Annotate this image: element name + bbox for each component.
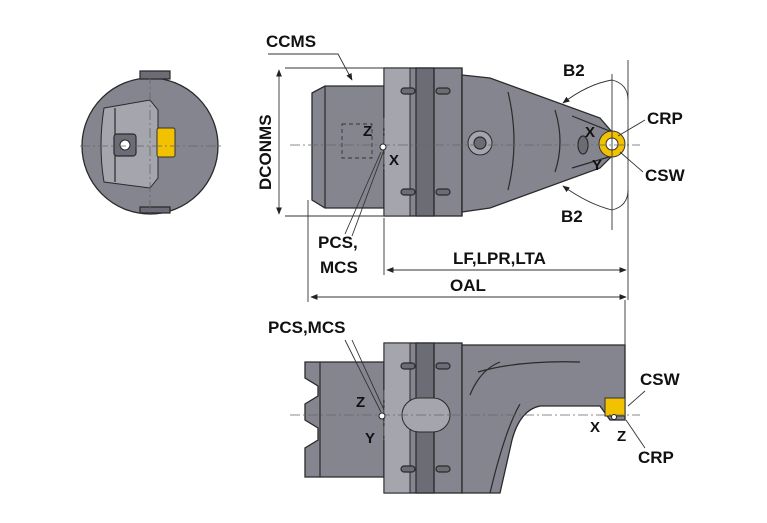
label-b2-bottom: B2 (561, 207, 583, 226)
label-lf-lpr-lta: LF,LPR,LTA (453, 249, 546, 268)
label-ccms: CCMS (266, 32, 316, 51)
label-csw-top: CSW (645, 166, 686, 185)
label-b2-top: B2 (563, 61, 585, 80)
side-view-head (461, 344, 626, 494)
label-pcs-mcs-top-1: PCS, (318, 233, 358, 252)
end-view-top-notch (139, 70, 171, 80)
end-view-bottom-notch (139, 206, 171, 214)
label-pcs-mcs-top-2: MCS (320, 258, 358, 277)
label-oal: OAL (450, 276, 486, 295)
side-view-shank (304, 361, 385, 478)
end-view-insert (156, 127, 176, 158)
top-view: CCMS DCONMS Z X PCS, MCS B2 B2 X Y CRP C… (256, 32, 686, 302)
label-crp-top: CRP (647, 109, 683, 128)
label-x-tip: X (585, 124, 595, 141)
label-x-side: X (590, 419, 600, 436)
label-z-top: Z (363, 123, 372, 140)
label-x-top: X (389, 152, 399, 169)
label-csw-side: CSW (640, 370, 681, 389)
label-y-side: Y (365, 430, 375, 447)
label-z-side: Z (356, 394, 365, 411)
end-view (80, 70, 222, 218)
label-crp-side: CRP (638, 448, 674, 467)
label-y-tip: Y (592, 157, 602, 174)
side-view-insert (604, 397, 626, 417)
label-dconms: DCONMS (256, 114, 275, 190)
side-view: PCS,MCS Z Y CSW X Z CRP (268, 318, 681, 494)
top-view-shank (311, 85, 385, 209)
label-pcs-mcs-side: PCS,MCS (268, 318, 345, 337)
label-z-side-tip: Z (617, 428, 626, 445)
